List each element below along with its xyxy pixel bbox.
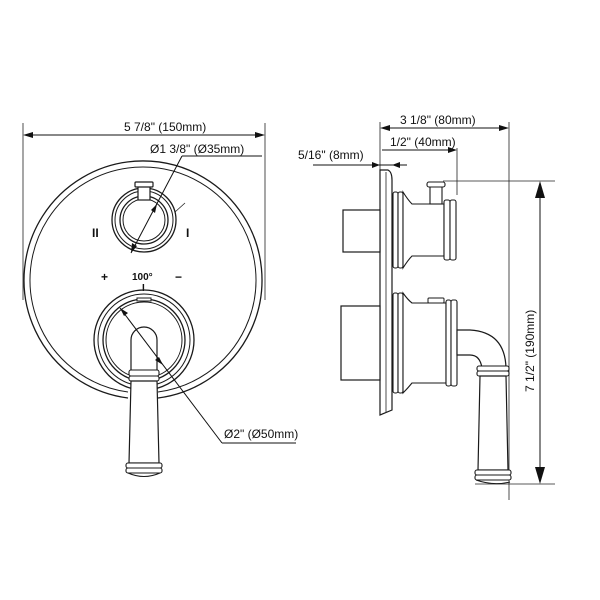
temperature-tick-mark: I (142, 283, 145, 294)
diverter-diameter-label: Ø1 3/8" (Ø35mm) (150, 142, 244, 156)
diverter-diameter-dimension: Ø1 3/8" (Ø35mm) (130, 142, 262, 254)
temperature-plus-mark: + (101, 270, 108, 284)
plate-thickness-label: 5/16" (8mm) (298, 148, 364, 162)
diverter-depth-label: 1/2" (40mm) (390, 135, 456, 149)
thermostatic-handle (93, 289, 195, 477)
upper-diverter-body (392, 181, 457, 270)
plate-thickness-dimension: 5/16" (8mm) (298, 148, 407, 168)
depth-dimension: 3 1/8" (80mm) (379, 113, 510, 500)
height-dimension: 7 1/2" (190mm) (443, 180, 555, 485)
escutcheon-plate (23, 160, 263, 399)
diverter-mark-two: II (92, 226, 99, 240)
front-view: 5 7/8" (150mm) Ø1 3/8" (Ø35mm) (22, 120, 298, 477)
upper-rear-housing (342, 209, 381, 253)
handle-diameter-label: Ø2" (Ø50mm) (224, 427, 298, 441)
lower-handle-body (392, 291, 512, 485)
width-dimension: 5 7/8" (150mm) (22, 120, 266, 300)
side-view: 3 1/8" (80mm) 1/2" (40mm) 5/16" (8mm) 7 … (298, 113, 555, 500)
diverter-knob (111, 181, 186, 253)
diverter-depth-dimension: 1/2" (40mm) (382, 135, 458, 195)
temperature-minus-mark: − (175, 270, 182, 284)
temperature-limit-mark: 100° (132, 272, 153, 283)
lower-rear-housing (340, 305, 381, 381)
height-label: 7 1/2" (190mm) (523, 310, 537, 392)
handle-diameter-dimension: Ø2" (Ø50mm) (119, 307, 298, 444)
depth-label: 3 1/8" (80mm) (400, 113, 476, 127)
width-label: 5 7/8" (150mm) (124, 120, 206, 134)
diverter-mark-one: I (186, 226, 189, 240)
